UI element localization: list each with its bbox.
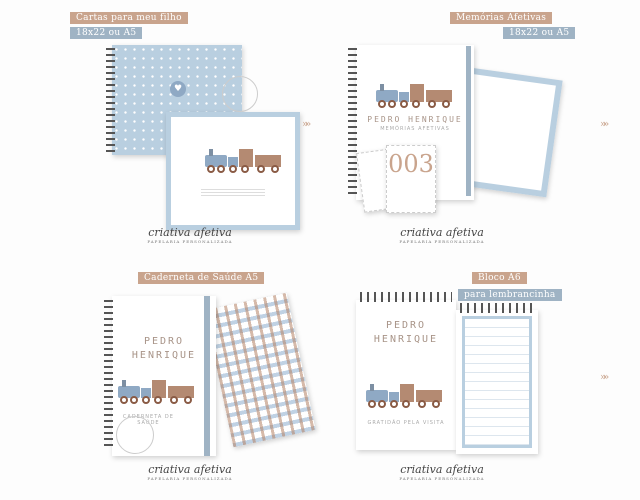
- spiral-binding: [348, 48, 357, 198]
- arrows-icon: »»: [600, 372, 609, 383]
- arrows-icon: »»: [600, 119, 609, 130]
- card-number: 003: [388, 150, 434, 178]
- logo-subtext: PAPELARIA PERSONALIZADA: [399, 239, 485, 244]
- name-line1: PEDRO: [385, 320, 427, 331]
- tag-primary: Caderneta de Saúde A5: [138, 272, 265, 284]
- notepad-page: [456, 310, 538, 454]
- name-line1: PEDRO: [143, 336, 185, 347]
- elastic-band: [204, 296, 210, 456]
- logo-text: criativa afetiva: [148, 226, 232, 239]
- watermark-seal: [222, 76, 258, 112]
- name-line2: HENRIQUE: [373, 334, 439, 345]
- logo-subtext: PAPELARIA PERSONALIZADA: [399, 476, 485, 481]
- train-illustration: [204, 148, 282, 173]
- notebook-subtitle: MEMÓRIAS AFETIVAS: [380, 126, 450, 132]
- plaid-card: [204, 292, 316, 448]
- watermark-seal: [116, 416, 154, 454]
- milestone-card: 003: [386, 145, 436, 213]
- letter-card: [166, 112, 300, 230]
- spiral-binding: [104, 300, 113, 450]
- elastic-band: [466, 46, 471, 196]
- health-notebook: PEDRO HENRIQUE CADERNETA DE SAÚDE: [112, 296, 216, 456]
- logo-text: criativa afetiva: [400, 226, 484, 239]
- spiral-binding: [360, 292, 452, 302]
- spiral-binding: [460, 303, 534, 313]
- tag-primary: Cartas para meu filho: [70, 12, 188, 24]
- tag-secondary: 18x22 ou A5: [70, 27, 143, 39]
- tag-primary: Memórias Afetivas: [450, 12, 553, 24]
- arrows-icon: »»: [302, 119, 311, 130]
- tag-primary: Bloco A6: [472, 272, 527, 284]
- logo-text: criativa afetiva: [148, 463, 232, 476]
- text-lines: [201, 189, 265, 197]
- train-illustration: [375, 83, 453, 108]
- train-illustration: [365, 383, 443, 408]
- child-name: PEDRO HENRIQUE: [367, 115, 463, 124]
- heart-icon: ♥: [170, 81, 186, 97]
- logo-subtext: PAPELARIA PERSONALIZADA: [147, 476, 233, 481]
- spiral-binding: [106, 48, 115, 152]
- tag-secondary: 18x22 ou A5: [503, 27, 576, 39]
- tag-secondary: para lembrancinha: [458, 289, 562, 301]
- train-illustration: [117, 379, 195, 404]
- lined-paper: [462, 316, 532, 448]
- name-line2: HENRIQUE: [131, 350, 197, 361]
- logo-text: criativa afetiva: [400, 463, 484, 476]
- notepad-subtitle: GRATIDÃO PELA VISITA: [367, 420, 445, 426]
- logo-subtext: PAPELARIA PERSONALIZADA: [147, 239, 233, 244]
- notepad-cover: PEDRO HENRIQUE GRATIDÃO PELA VISITA: [356, 300, 456, 450]
